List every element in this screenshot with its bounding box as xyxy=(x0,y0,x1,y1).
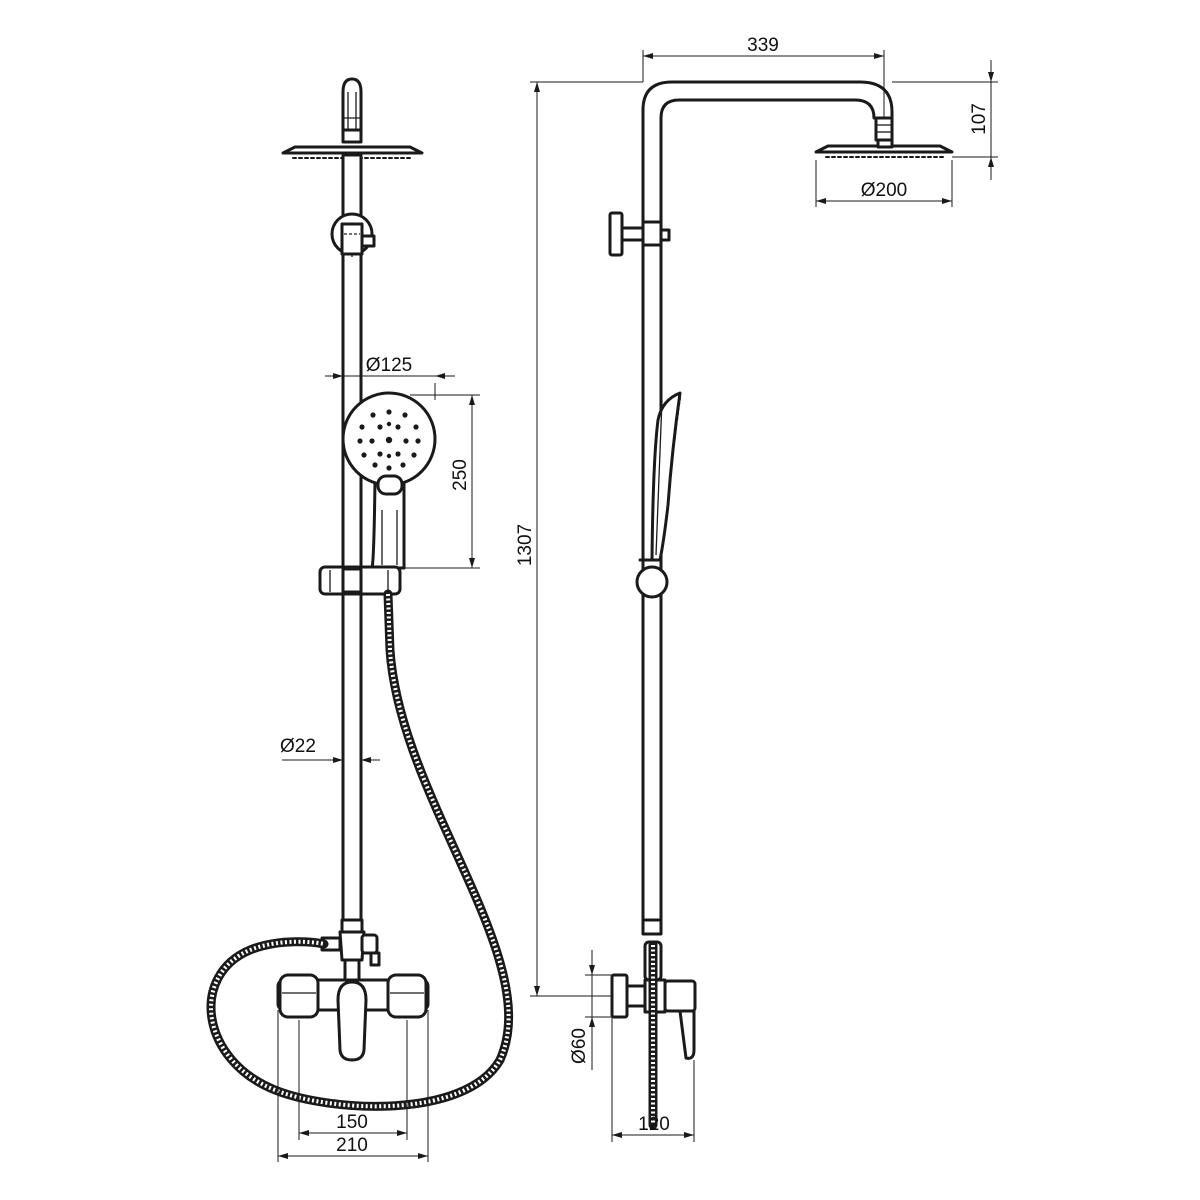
dim-head-diameter-label: Ø200 xyxy=(861,180,907,201)
dim-arm-reach: 339 xyxy=(642,35,885,118)
rain-arm xyxy=(641,80,894,927)
dim-mixer-spacing: 150 xyxy=(298,1020,408,1140)
shower-hose-front xyxy=(206,589,514,1111)
dim-mixer-spacing-label: 150 xyxy=(336,1112,368,1133)
dim-mixer-width: 210 xyxy=(277,1010,429,1162)
hand-shower-nozzles xyxy=(357,409,421,471)
hand-shower-side xyxy=(635,391,682,599)
dim-rail-diameter: Ø22 xyxy=(280,736,380,763)
dim-handshower-diameter: Ø125 xyxy=(325,355,455,400)
wall-bracket xyxy=(330,212,376,256)
dim-head-height: 107 xyxy=(892,60,998,180)
dim-mixer-width-label: 210 xyxy=(336,1135,368,1156)
side-view: 1307 339 107 Ø200 xyxy=(515,35,998,1142)
dim-handshower-diameter-label: Ø125 xyxy=(366,355,412,376)
dim-handshower-height: 250 xyxy=(404,394,480,569)
dim-flange-diameter-label: Ø60 xyxy=(569,1028,590,1064)
mixer-valve xyxy=(276,973,430,1062)
slider-holder xyxy=(318,565,402,596)
dim-head-height-label: 107 xyxy=(969,103,990,135)
rain-arm-cap xyxy=(341,77,363,144)
dim-handshower-height-label: 250 xyxy=(450,459,471,491)
front-view: Ø125 250 Ø22 150 xyxy=(206,77,514,1162)
dim-flange-diameter: Ø60 xyxy=(569,950,612,1070)
rain-shower-head-side xyxy=(814,138,954,158)
dim-arm-reach-label: 339 xyxy=(747,35,779,56)
dim-total-height: 1307 xyxy=(515,81,643,997)
dim-total-height-label: 1307 xyxy=(515,524,536,566)
dim-rail-diameter-label: Ø22 xyxy=(280,736,316,757)
diverter xyxy=(320,918,381,982)
wall-bracket-side xyxy=(608,211,671,257)
dim-wall-projection: 120 xyxy=(611,1017,695,1142)
vertical-rail xyxy=(341,153,363,927)
dim-head-diameter: Ø200 xyxy=(815,160,953,207)
dim-wall-projection-label: 120 xyxy=(638,1114,670,1135)
